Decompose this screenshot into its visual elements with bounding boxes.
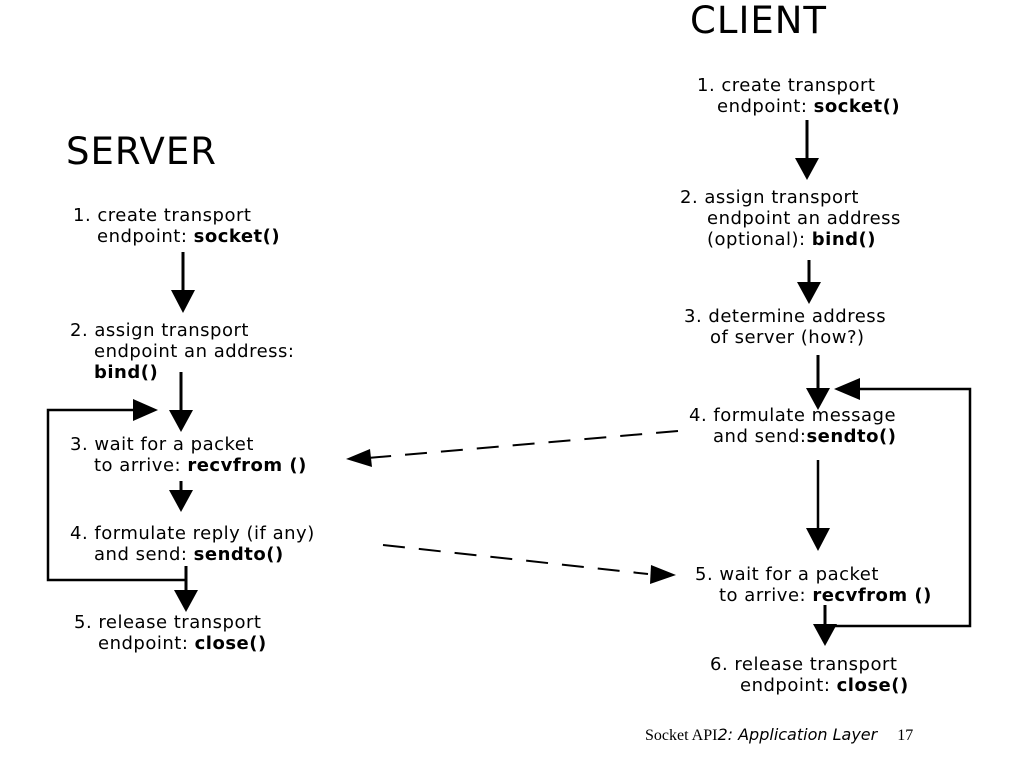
step-line: 4. formulate reply (if any) xyxy=(70,523,315,544)
function-name: socket() xyxy=(193,226,281,247)
step-line: to arrive: recvfrom () xyxy=(719,585,932,606)
step-line: (optional): bind() xyxy=(707,229,876,250)
step-line: endpoint an address: xyxy=(94,341,295,362)
footer-title: 2: Application Layer xyxy=(717,725,878,744)
client-step-3: 3. determine address of server (how?) xyxy=(684,306,886,348)
step-line: 2. assign transport xyxy=(680,187,859,208)
step-line: of server (how?) xyxy=(710,327,865,348)
step-line: 1. create transport xyxy=(73,205,252,226)
function-name: close() xyxy=(194,633,267,654)
server-to-client-dashed xyxy=(382,544,649,575)
client-arrowhead-5-6 xyxy=(813,624,837,646)
step-line: 2. assign transport xyxy=(70,320,249,341)
footer-source: Socket API xyxy=(645,727,718,744)
step-line: and send:sendto() xyxy=(713,426,897,447)
client-heading: CLIENT xyxy=(690,0,828,42)
client-step-5: 5. wait for a packet to arrive: recvfrom… xyxy=(695,564,932,606)
client-arrowhead-1-2 xyxy=(795,158,819,180)
function-name: socket() xyxy=(813,96,901,117)
function-name: sendto() xyxy=(806,426,897,447)
step-line: 6. release transport xyxy=(710,654,898,675)
server-loop-line xyxy=(46,408,186,582)
client-arrowhead-2-3 xyxy=(797,282,821,304)
client-arrowhead-3-4 xyxy=(806,388,830,410)
server-arrowhead-1-2 xyxy=(171,290,195,313)
server-step-2: 2. assign transport endpoint an address:… xyxy=(70,320,294,383)
function-name: bind() xyxy=(94,362,159,383)
server-step-1: 1. create transport endpoint: socket() xyxy=(73,205,280,247)
step-line: 4. formulate message xyxy=(689,405,897,426)
server-arrowhead-2-3 xyxy=(169,410,193,432)
step-line: to arrive: recvfrom () xyxy=(94,455,307,476)
step-line: 1. create transport xyxy=(697,75,876,96)
step-line: endpoint: socket() xyxy=(97,226,281,247)
step-line: endpoint: close() xyxy=(98,633,267,654)
server-step-4: 4. formulate reply (if any) and send: se… xyxy=(70,523,315,565)
step-line: 3. wait for a packet xyxy=(70,434,254,455)
step-line: and send: sendto() xyxy=(94,544,284,565)
server-loop-arrowhead xyxy=(133,399,158,421)
server-heading: SERVER xyxy=(66,130,217,173)
client-to-server-arrowhead xyxy=(346,449,372,467)
client-loop-line xyxy=(825,387,972,628)
client-loop-arrowhead xyxy=(834,378,860,400)
client-step-4: 4. formulate message and send:sendto() xyxy=(689,405,896,447)
page-number: 17 xyxy=(897,727,914,744)
step-line: 5. wait for a packet xyxy=(695,564,879,585)
function-name: recvfrom () xyxy=(187,455,307,476)
step-line: endpoint: close() xyxy=(740,675,909,696)
function-name: sendto() xyxy=(193,544,284,565)
client-step-1: 1. create transport endpoint: socket() xyxy=(697,75,900,117)
step-line: 5. release transport xyxy=(74,612,262,633)
client-step-6: 6. release transport endpoint: close() xyxy=(710,654,909,696)
step-line: endpoint an address xyxy=(707,208,901,229)
server-to-client-arrowhead xyxy=(650,565,676,584)
server-arrowhead-3-4 xyxy=(169,490,193,512)
server-step-5: 5. release transport endpoint: close() xyxy=(74,612,267,654)
server-arrowhead-4-5 xyxy=(174,590,198,612)
server-step-3: 3. wait for a packet to arrive: recvfrom… xyxy=(70,434,307,476)
client-to-server-dashed xyxy=(367,430,679,459)
client-arrowhead-4-5 xyxy=(806,528,830,551)
function-name: recvfrom () xyxy=(812,585,932,606)
slide-footer: Socket API2: Application Layer 17 xyxy=(645,725,913,745)
step-line: 3. determine address xyxy=(684,306,887,327)
function-name: bind() xyxy=(811,229,876,250)
client-step-2: 2. assign transport endpoint an address … xyxy=(680,187,901,250)
function-name: close() xyxy=(836,675,909,696)
step-line: endpoint: socket() xyxy=(717,96,901,117)
